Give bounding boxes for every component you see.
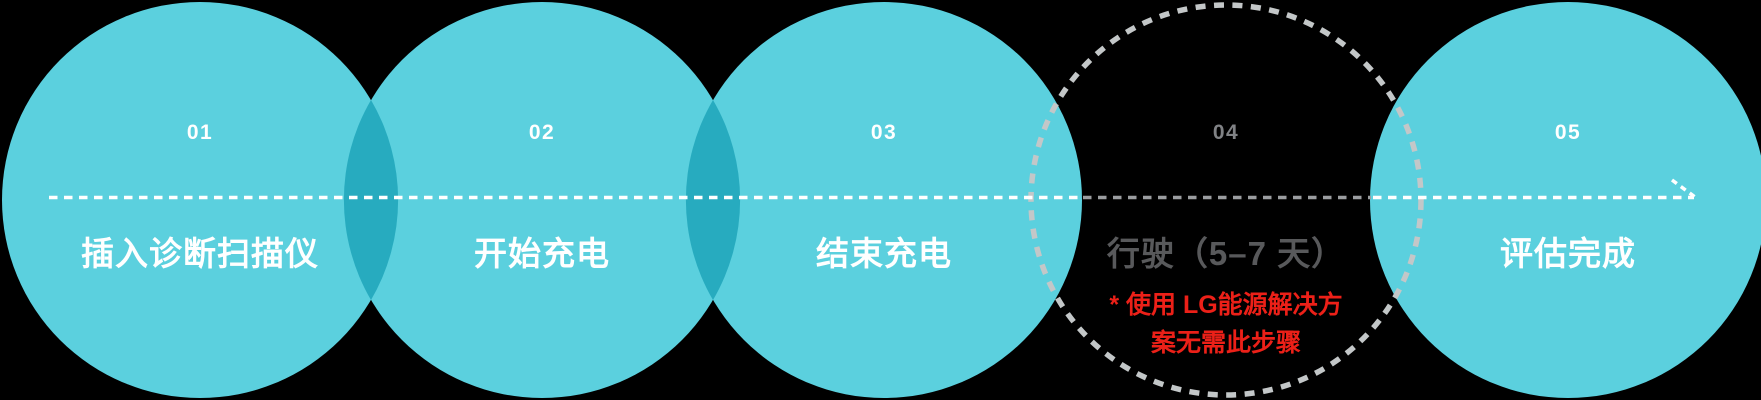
step-4-note-line2: 案无需此步骤 — [1150, 329, 1301, 357]
step-2: 02 开始充电 — [344, 0, 740, 400]
step-2-label: 开始充电 — [474, 235, 610, 272]
step-4-note-line1: * 使用 LG能源解决方 — [1109, 291, 1343, 319]
step-1: 01 插入诊断扫描仪 — [2, 0, 398, 400]
overlap-lens-1-2 — [343, 100, 399, 300]
timeline-arrow-tip-icon — [1670, 178, 1697, 199]
step-3-label: 结束充电 — [816, 235, 952, 272]
step-5-label: 评估完成 — [1500, 235, 1636, 272]
step3-circle — [686, 2, 1082, 398]
step-3: 03 结束充电 — [686, 0, 1082, 400]
step1-circle — [2, 2, 398, 398]
step-1-number: 01 — [186, 121, 214, 144]
step-5-number: 05 — [1554, 121, 1582, 144]
step-2-number: 02 — [528, 121, 556, 144]
step-4-label: 行驶（5–7 天） — [1106, 235, 1346, 272]
step-4: 04 行驶（5–7 天） * 使用 LG能源解决方 案无需此步骤 — [1028, 0, 1424, 400]
step5-circle — [1370, 2, 1761, 398]
step-1-label: 插入诊断扫描仪 — [81, 235, 319, 272]
step2-circle — [344, 2, 740, 398]
overlap-lens-2-3 — [685, 100, 741, 300]
step-3-number: 03 — [870, 121, 898, 144]
step-5: 05 评估完成 — [1370, 0, 1761, 400]
step4-dashed-circle — [1028, 2, 1424, 398]
step-4-number: 04 — [1212, 121, 1240, 144]
step-4-note: * 使用 LG能源解决方 案无需此步骤 — [1028, 286, 1424, 362]
